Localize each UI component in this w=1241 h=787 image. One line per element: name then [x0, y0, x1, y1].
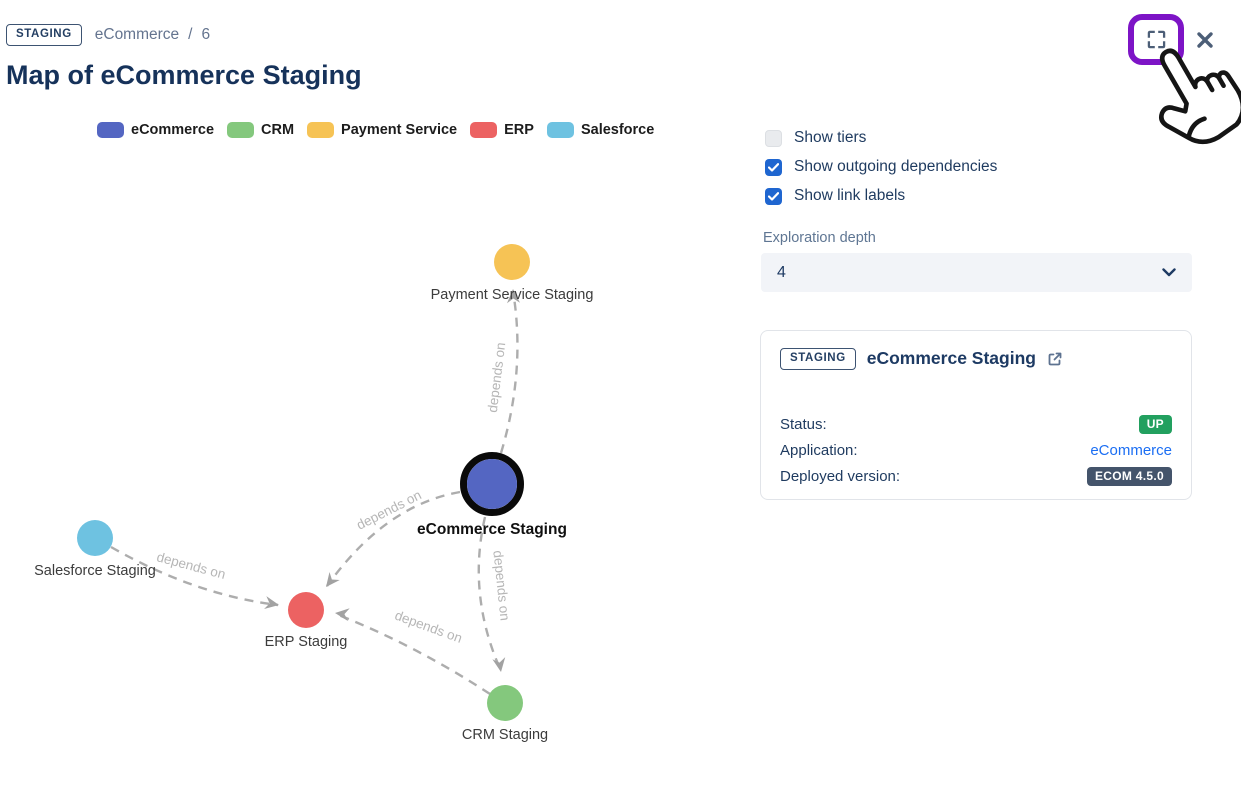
external-link-icon[interactable] [1047, 351, 1063, 367]
env-badge-staging: STAGING [6, 24, 82, 46]
graph-node-label: ERP Staging [265, 634, 348, 650]
card-row-label: Application: [780, 441, 858, 459]
page-title: Map of eCommerce Staging [6, 60, 362, 90]
checkbox-row: Show tiers [765, 128, 866, 148]
checkbox-row: Show outgoing dependencies [765, 157, 997, 177]
card-row: Deployed version: ECOM 4.5.0 [780, 465, 1172, 487]
edge-arrowhead [335, 608, 350, 622]
legend-swatch [470, 122, 498, 138]
graph-node-crm[interactable] [487, 685, 523, 721]
checkbox-checked[interactable] [765, 158, 782, 176]
chevron-down-icon [1162, 268, 1176, 277]
exploration-depth-value: 4 [777, 263, 786, 281]
status-badge: UP [1138, 414, 1172, 434]
application-link[interactable]: eCommerce [1090, 441, 1172, 459]
legend-label: ERP [504, 122, 534, 138]
fullscreen-button[interactable] [1147, 30, 1166, 49]
edge-arrowhead [326, 571, 340, 587]
legend: eCommerce CRM Payment Service ERP Salesforce [97, 122, 654, 138]
legend-swatch [97, 122, 124, 138]
card-row-label: Deployed version: [780, 467, 901, 485]
graph-node-ecommerce[interactable] [467, 459, 517, 509]
close-button[interactable] [1192, 27, 1218, 53]
edge-ecommerce-to-crm [477, 516, 503, 672]
edge-label: depends on [354, 487, 424, 532]
fullscreen-icon [1147, 30, 1165, 49]
edge-crm-to-erp [335, 612, 491, 696]
graph-node-label: Salesforce Staging [34, 563, 156, 579]
graph-node-salesforce[interactable] [77, 520, 113, 556]
edge-label: depends on [485, 342, 508, 414]
dependency-graph: depends on depends on depends on depends on… [34, 244, 594, 743]
breadcrumb-count: 6 [201, 25, 211, 43]
graph-node-label: eCommerce Staging [417, 521, 567, 538]
edge-arrowhead [492, 657, 506, 672]
legend-label: Salesforce [580, 122, 655, 138]
legend-swatch [546, 122, 574, 138]
exploration-depth-select[interactable]: 4 [761, 253, 1192, 292]
edge-label: depends on [155, 549, 227, 582]
edge-ecommerce-to-erp [326, 490, 461, 587]
graph-node-payment[interactable] [494, 244, 530, 280]
card-row: Status: UP [780, 413, 1172, 435]
legend-item: Salesforce [546, 122, 655, 138]
card-env-badge: STAGING [780, 348, 856, 370]
graph-node-erp[interactable] [288, 592, 324, 628]
checkmark-icon [768, 162, 779, 172]
breadcrumb-separator: / [188, 25, 193, 43]
checkbox-label: Show outgoing dependencies [794, 158, 998, 175]
edge-arrowhead [506, 289, 520, 304]
fullscreen-highlight-box [1128, 14, 1184, 65]
legend-item: CRM [227, 122, 294, 138]
checkmark-icon [768, 191, 779, 201]
legend-swatch [307, 122, 335, 138]
edge-arrowhead [264, 596, 279, 609]
card-title: eCommerce Staging [866, 348, 1036, 369]
checkbox-row: Show link labels [765, 186, 905, 206]
edge-salesforce-to-erp [110, 545, 279, 607]
checkbox-label: Show tiers [794, 129, 867, 146]
checkbox-unchecked[interactable] [765, 129, 782, 147]
version-badge: ECOM 4.5.0 [1086, 466, 1172, 486]
card-row-label: Status: [780, 415, 827, 433]
detail-card: STAGING eCommerce Staging Status: UP Appli… [760, 330, 1192, 500]
exploration-depth-label: Exploration depth [763, 230, 876, 246]
edge-ecommerce-to-payment [499, 290, 519, 454]
legend-item: ERP [470, 122, 534, 138]
legend-label: CRM [261, 122, 295, 138]
checkbox-label: Show link labels [794, 187, 906, 204]
legend-item: Payment Service [307, 122, 457, 138]
close-icon [1197, 32, 1213, 48]
edge-label: depends on [393, 608, 464, 646]
breadcrumb: STAGING eCommerce / 6 [6, 24, 210, 46]
breadcrumb-app[interactable]: eCommerce [94, 25, 180, 43]
graph-node-label: Payment Service Staging [431, 287, 594, 303]
edge-label: depends on [490, 550, 512, 622]
legend-label: eCommerce [131, 122, 215, 138]
legend-label: Payment Service [341, 122, 458, 138]
checkbox-checked[interactable] [765, 187, 782, 205]
legend-swatch [227, 122, 255, 138]
card-row: Application: eCommerce [780, 439, 1172, 461]
legend-item: eCommerce [97, 122, 214, 138]
graph-node-label: CRM Staging [462, 727, 548, 743]
